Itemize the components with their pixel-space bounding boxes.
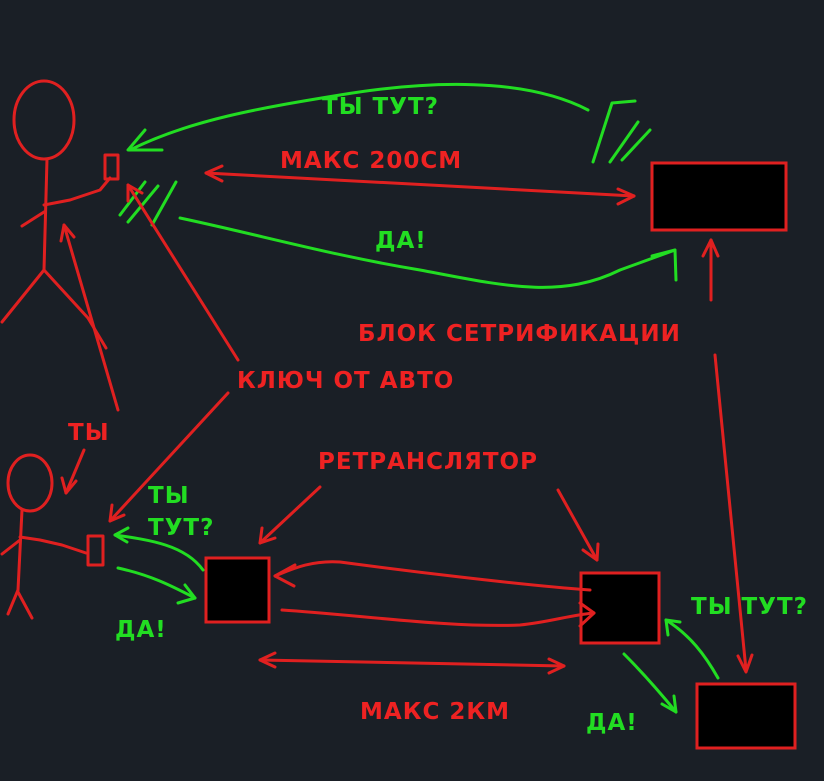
answer-label-top: ДА!	[375, 228, 427, 254]
relay-arrow-to-right	[280, 601, 596, 628]
question-label-left-line2: ТУТ?	[148, 515, 214, 541]
certification-block-top	[650, 161, 788, 232]
answer-arrow-left	[116, 566, 197, 605]
retranslator-arrow-right	[556, 488, 600, 562]
answer-arrow-top	[178, 216, 678, 289]
car-key-arrow-top	[126, 183, 240, 362]
answer-label-right: ДА!	[586, 710, 638, 736]
retranslator-box-left	[204, 556, 271, 624]
you-arrow-down	[60, 448, 86, 495]
question-label-left-line1: ТЫ	[148, 483, 190, 509]
range-label-200cm: МАКС 200СМ	[280, 148, 462, 174]
person-bottom-figure	[0, 453, 88, 620]
retranslator-arrow-left	[258, 485, 322, 545]
person-top-figure	[0, 79, 112, 350]
question-arrow-left	[113, 526, 205, 572]
relay-arrow-to-left	[273, 560, 592, 592]
cert-label-arrow-down	[713, 353, 754, 674]
car-key-top	[103, 153, 120, 181]
car-key-bottom	[86, 534, 105, 567]
cert-signal-waves-top	[591, 99, 652, 164]
question-label-top: ТЫ ТУТ?	[322, 94, 439, 120]
range-label-2km: МАКС 2КМ	[360, 699, 510, 725]
you-arrow-up	[59, 223, 120, 412]
key-signal-waves-top	[118, 180, 178, 227]
answer-arrow-right	[622, 652, 678, 714]
you-label: ТЫ	[68, 420, 110, 446]
cert-block-label: БЛОК СЕТРИФИКАЦИИ	[358, 321, 681, 347]
range-arrow-2km	[258, 651, 566, 675]
certification-block-bottom	[695, 682, 797, 750]
range-arrow-200cm	[204, 164, 636, 206]
retranslator-box-right	[579, 571, 661, 645]
question-arrow-right	[664, 618, 720, 680]
cert-label-arrow-up	[701, 238, 720, 302]
retranslator-label: РЕТРАНСЛЯТОР	[318, 449, 538, 475]
car-key-arrow-bottom	[108, 391, 230, 523]
answer-label-left: ДА!	[115, 617, 167, 643]
question-arrow-top	[126, 82, 590, 152]
question-label-right: ТЫ ТУТ?	[691, 594, 808, 620]
car-key-label: КЛЮЧ ОТ АВТО	[237, 368, 454, 394]
